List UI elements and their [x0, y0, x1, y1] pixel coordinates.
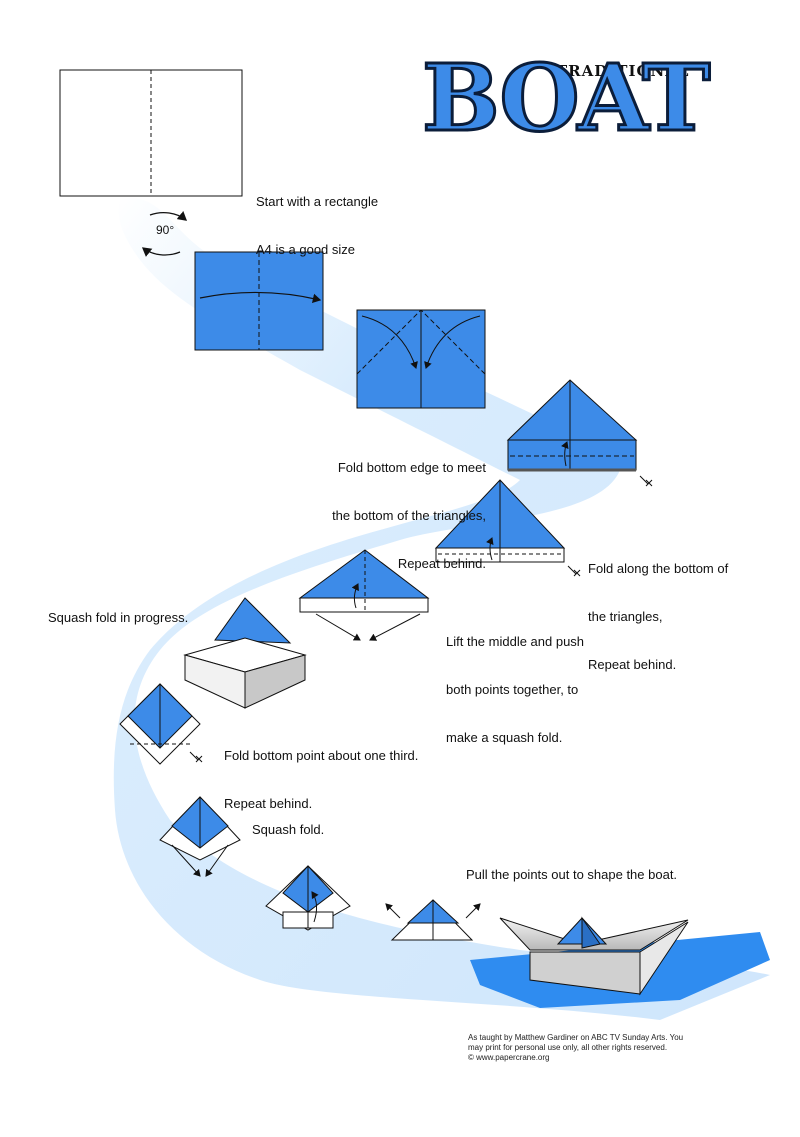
step-lift-middle	[298, 549, 430, 641]
label-lift-middle: Lift the middle and push both points tog…	[446, 602, 584, 778]
label-fold-bottom-line-1: Fold bottom edge to meet	[337, 460, 486, 475]
label-fold-along-line-2: the triangles,	[588, 609, 663, 624]
step-fold-bottom	[506, 379, 638, 472]
label-fold-bottom-line-3: Repeat behind.	[397, 556, 486, 571]
credits-line-2: may print for personal use only, all oth…	[468, 1043, 668, 1052]
label-fold-along-line-1: Fold along the bottom of	[588, 561, 729, 576]
step-squash-progress	[183, 597, 307, 709]
credits-line-3: © www.papercrane.org	[468, 1053, 550, 1062]
rotate-90-icon	[141, 211, 188, 257]
label-lift-middle-line-1: Lift the middle and push	[446, 634, 585, 649]
final-boat	[499, 916, 689, 996]
step-fold-up	[265, 865, 351, 931]
title-traditional: TRADITIONAL	[556, 62, 690, 80]
label-fold-along: Fold along the bottom of the triangles, …	[588, 529, 728, 705]
rotate-label: 90°	[156, 223, 175, 237]
label-fold-point: Fold bottom point about one third. Repea…	[224, 716, 418, 844]
label-lift-middle-line-3: make a squash fold.	[446, 730, 563, 745]
repeat-behind-marks	[189, 475, 653, 763]
credits: As taught by Matthew Gardiner on ABC TV …	[468, 1033, 683, 1063]
label-start-line-2: A4 is a good size	[256, 242, 356, 257]
label-fold-bottom-line-2: the bottom of the triangles,	[332, 508, 486, 523]
label-fold-point-line-2: Repeat behind.	[224, 796, 313, 811]
step-triangle	[385, 899, 481, 941]
label-pull: Pull the points out to shape the boat.	[466, 867, 678, 882]
step-fold-along	[434, 479, 566, 563]
step-rectangle	[59, 69, 243, 197]
title-boat: BOAT	[420, 44, 711, 152]
label-start-line-1: Start with a rectangle	[256, 194, 379, 209]
step-fold-half	[194, 251, 324, 351]
label-squash: Squash fold.	[252, 822, 325, 837]
label-start: Start with a rectangle A4 is a good size	[256, 162, 378, 290]
credits-line-1: As taught by Matthew Gardiner on ABC TV …	[468, 1033, 684, 1042]
label-fold-bottom: Fold bottom edge to meet the bottom of t…	[306, 428, 486, 604]
label-fold-point-line-1: Fold bottom point about one third.	[224, 748, 419, 763]
river-path	[113, 198, 771, 1021]
step-fold-corners	[356, 309, 486, 409]
label-fold-along-line-3: Repeat behind.	[588, 657, 677, 672]
label-squash-progress: Squash fold in progress.	[48, 610, 189, 625]
step-diamond	[119, 683, 201, 765]
step-squash	[159, 796, 241, 877]
label-lift-middle-line-2: both points together, to	[446, 682, 579, 697]
